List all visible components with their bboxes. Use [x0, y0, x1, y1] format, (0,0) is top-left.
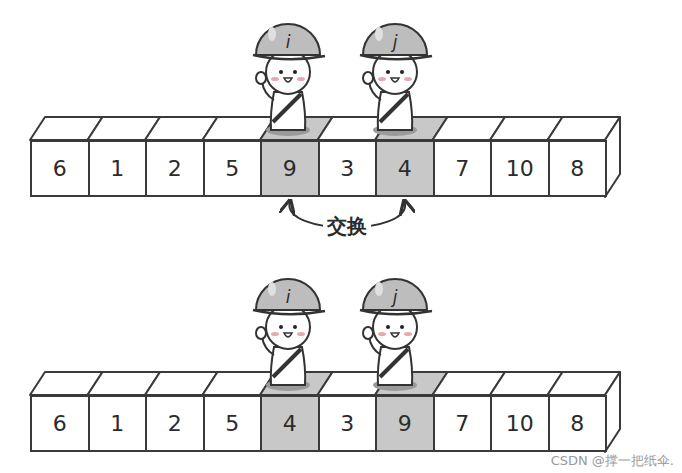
- cell-side-face: [605, 117, 620, 197]
- pointer-letter: i: [286, 32, 291, 52]
- cell-value: 3: [340, 411, 354, 436]
- edge-label: 交换: [323, 213, 371, 240]
- pointer-figure: [253, 24, 325, 136]
- array-cell: 1: [88, 395, 148, 452]
- pointer-figure: [360, 24, 432, 136]
- cell-value: 2: [168, 411, 182, 436]
- pointer-letter: i: [286, 287, 291, 307]
- cell-side-face: [605, 372, 620, 452]
- cell-value: 1: [110, 411, 124, 436]
- cell-value: 2: [168, 156, 182, 181]
- cell-value: 5: [225, 156, 239, 181]
- watermark: CSDN @撑一把纸伞.: [551, 452, 674, 470]
- cell-value: 10: [506, 411, 534, 436]
- array-cell: 3: [318, 395, 378, 452]
- array-cell: 10: [490, 140, 550, 197]
- cell-value: 3: [340, 156, 354, 181]
- pointer-figure: [360, 279, 432, 391]
- cell-value: 9: [283, 156, 297, 181]
- array-cell: 4: [375, 140, 435, 197]
- cell-value: 7: [455, 411, 469, 436]
- array-cell: 8: [548, 140, 608, 197]
- array-cell: 2: [145, 395, 205, 452]
- cell-value: 10: [506, 156, 534, 181]
- cell-value: 4: [398, 156, 412, 181]
- array-cell: 7: [433, 395, 493, 452]
- cell-value: 8: [570, 156, 584, 181]
- cell-value: 4: [283, 411, 297, 436]
- cell-value: 9: [398, 411, 412, 436]
- array-cell: 8: [548, 395, 608, 452]
- array-cell: 2: [145, 140, 205, 197]
- cell-value: 7: [455, 156, 469, 181]
- cell-value: 1: [110, 156, 124, 181]
- array-cell: 4: [260, 395, 320, 452]
- array-cell: 6: [30, 395, 90, 452]
- pointer-figure: [253, 279, 325, 391]
- pointer-letter: j: [393, 32, 398, 52]
- cell-value: 6: [53, 156, 67, 181]
- array-cell: 3: [318, 140, 378, 197]
- cell-value: 6: [53, 411, 67, 436]
- cell-value: 8: [570, 411, 584, 436]
- array-cell: 6: [30, 140, 90, 197]
- array-cell: 10: [490, 395, 550, 452]
- pointer-letter: j: [393, 287, 398, 307]
- array-cell: 5: [203, 395, 263, 452]
- cell-value: 5: [225, 411, 239, 436]
- array-cell: 7: [433, 140, 493, 197]
- array-cell: 9: [375, 395, 435, 452]
- array-cell: 5: [203, 140, 263, 197]
- array-cell: 1: [88, 140, 148, 197]
- array-cell: 9: [260, 140, 320, 197]
